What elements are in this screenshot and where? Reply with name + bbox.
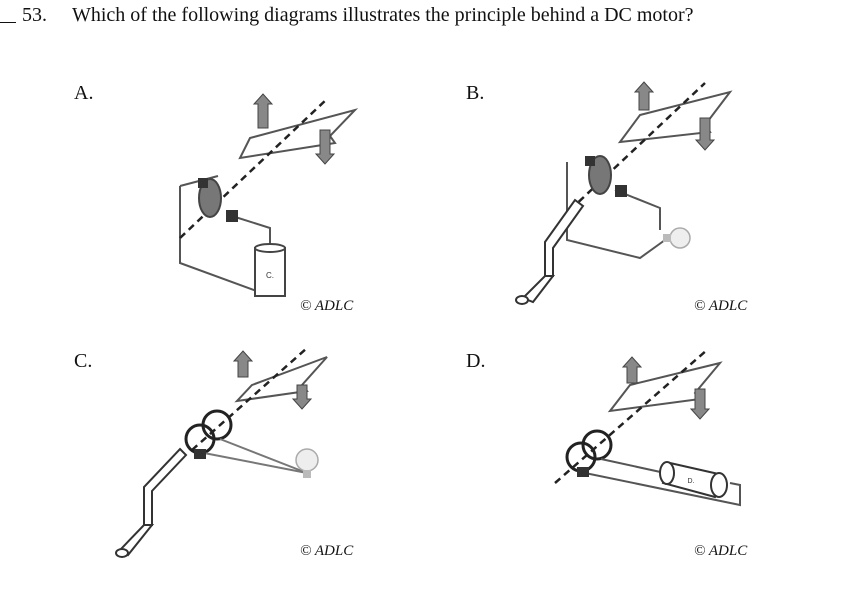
option-d-label: D. xyxy=(466,350,486,372)
hand-crank xyxy=(515,198,585,305)
option-d-copyright: © ADLC xyxy=(694,543,748,559)
option-c-copyright: © ADLC xyxy=(300,543,354,559)
question-text: Which of the following diagrams illustra… xyxy=(72,4,694,26)
circuit-wire xyxy=(179,186,263,294)
answer-blank xyxy=(0,22,16,23)
rotation-axis xyxy=(569,82,706,211)
battery-icon: D. xyxy=(659,461,728,499)
rotation-axis xyxy=(179,97,329,239)
diagram-c xyxy=(115,347,328,558)
arrow-down-icon xyxy=(314,129,336,165)
brush xyxy=(226,210,238,222)
hand-crank xyxy=(115,447,188,558)
coil-loop xyxy=(234,356,328,403)
light-bulb-icon xyxy=(663,227,691,249)
slip-rings xyxy=(565,429,613,473)
diagram-d: D. xyxy=(554,349,741,507)
rotation-axis xyxy=(554,349,708,484)
battery-label: C. xyxy=(266,271,274,280)
battery-label: D. xyxy=(688,478,695,485)
slip-rings xyxy=(184,409,233,455)
option-a-label: A. xyxy=(74,82,94,104)
battery-icon: C. xyxy=(254,243,286,297)
option-a-copyright: © ADLC xyxy=(300,298,354,314)
coil-loop xyxy=(238,108,359,160)
question-header: 53. Which of the following diagrams illu… xyxy=(0,0,863,40)
circuit-wire xyxy=(584,472,741,507)
option-b-label: B. xyxy=(466,82,485,104)
arrow-up-icon xyxy=(621,356,643,384)
option-c-label: C. xyxy=(74,350,93,372)
commutator xyxy=(198,178,222,218)
arrow-down-icon xyxy=(291,384,313,410)
circuit-wire xyxy=(566,162,666,260)
arrow-up-icon xyxy=(252,93,274,129)
light-bulb-icon xyxy=(295,448,319,478)
circuit-wire xyxy=(203,452,308,474)
question-number: 53. xyxy=(22,4,47,26)
diagram-b xyxy=(515,81,733,305)
arrow-up-icon xyxy=(232,350,254,378)
rotation-axis xyxy=(191,347,308,451)
brush xyxy=(615,185,627,197)
arrow-down-icon xyxy=(694,117,716,151)
diagram-a: C. xyxy=(179,93,359,297)
arrow-up-icon xyxy=(633,81,655,111)
option-b-copyright: © ADLC xyxy=(694,298,748,314)
arrow-down-icon xyxy=(689,388,711,420)
coil-loop xyxy=(617,90,733,144)
